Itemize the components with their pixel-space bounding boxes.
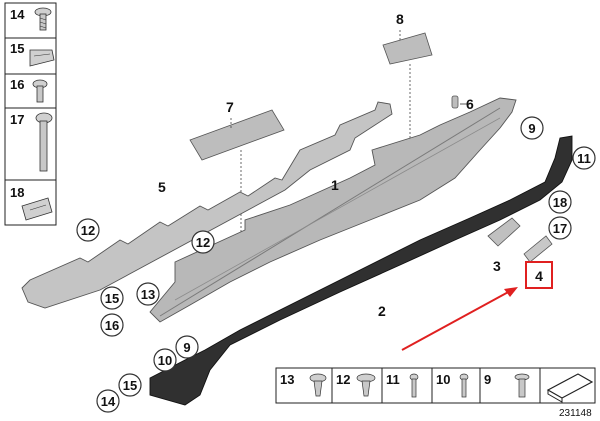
- part-2-side-skirt: [149, 135, 573, 406]
- spring-clip-icon: [21, 197, 53, 221]
- callout-2: 2: [378, 303, 386, 319]
- callout-9-top: 9: [528, 121, 535, 136]
- callout-5: 5: [158, 179, 166, 195]
- screw-icon: [34, 7, 52, 31]
- bolt-9-icon: [514, 373, 530, 398]
- part-6-pin: [451, 95, 470, 109]
- callout-1: 1: [331, 177, 339, 193]
- part-7-plate: [189, 109, 285, 161]
- part-5-rail: [21, 101, 393, 309]
- legend-label-11: 11: [386, 372, 400, 387]
- part-4-trim: [523, 235, 553, 263]
- expanding-rivet-icon: [356, 373, 376, 397]
- callout-7: 7: [226, 99, 234, 115]
- side-label-15: 15: [10, 41, 24, 56]
- callout-17: 17: [553, 221, 567, 236]
- legend-label-12: 12: [336, 372, 350, 387]
- legend-label-13: 13: [280, 372, 294, 387]
- callout-14-low: 14: [101, 394, 116, 409]
- pan-screw-icon: [32, 79, 48, 103]
- push-rivet-icon: [309, 373, 327, 397]
- callout-13: 13: [141, 287, 155, 302]
- red-arrow-icon: [401, 287, 518, 351]
- part-8-plate: [382, 32, 433, 65]
- drawing-number: 231148: [559, 408, 592, 419]
- clip-nut-icon: [29, 49, 55, 67]
- part-3-bracket: [487, 217, 521, 247]
- callout-18: 18: [553, 195, 567, 210]
- part-wedge-icon: [546, 373, 594, 403]
- long-bolt-icon: [35, 112, 53, 172]
- callout-3: 3: [493, 258, 501, 274]
- side-label-16: 16: [10, 77, 24, 92]
- fastener-legend: 13 12 11 10 9: [275, 367, 596, 404]
- callout-12-mid: 12: [196, 235, 210, 250]
- screw-10-icon: [459, 373, 469, 398]
- callout-15-left: 15: [105, 291, 119, 306]
- callout-9-low: 9: [183, 340, 190, 355]
- legend-label-10: 10: [436, 372, 450, 387]
- screw-11-icon: [409, 373, 419, 398]
- callout-12-left: 12: [81, 223, 95, 238]
- callout-8: 8: [396, 11, 404, 27]
- callout-4: 4: [535, 268, 543, 284]
- callout-11-top: 11: [577, 151, 591, 166]
- side-label-14: 14: [10, 7, 25, 22]
- highlight-box: [525, 261, 553, 289]
- callout-10-low: 10: [158, 353, 172, 368]
- fastener-side-panel: 14 15 16 17 18: [4, 2, 57, 226]
- callout-15-low: 15: [123, 378, 137, 393]
- callout-6: 6: [466, 96, 474, 112]
- side-label-18: 18: [10, 185, 24, 200]
- legend-label-9: 9: [484, 372, 491, 387]
- side-label-17: 17: [10, 112, 24, 127]
- callout-16-left: 16: [105, 318, 119, 333]
